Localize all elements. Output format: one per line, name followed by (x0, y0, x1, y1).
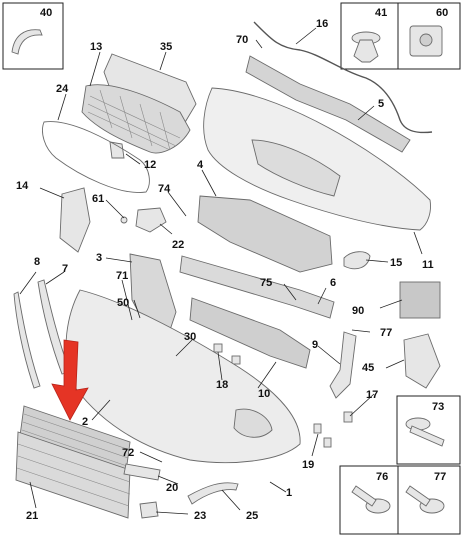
part-21-frame-slats (16, 443, 131, 507)
callout-25: 25 (246, 510, 258, 522)
part-8-side-strip (13, 291, 41, 389)
callout-17: 17 (366, 389, 378, 401)
callout-71: 71 (116, 270, 128, 282)
callout-7: 7 (62, 263, 68, 275)
part-11-bumper-shell (203, 87, 431, 231)
leader-lines (19, 27, 423, 515)
callout-35: 35 (160, 41, 172, 53)
callout-13: 13 (90, 41, 102, 53)
part-40-clip-icon (11, 29, 43, 55)
callout-77b: 77 (434, 471, 446, 483)
part-23-cap (139, 501, 159, 519)
part-19-clip-b (323, 437, 332, 448)
callout-50: 50 (117, 297, 129, 309)
callout-5: 5 (378, 98, 384, 110)
callout-23: 23 (194, 510, 206, 522)
callout-74: 74 (158, 183, 171, 195)
callout-16: 16 (316, 18, 328, 30)
callout-9: 9 (312, 339, 318, 351)
part-45-splash-guard (403, 333, 441, 389)
callout-72: 72 (122, 447, 134, 459)
callout-30: 30 (184, 331, 196, 343)
callout-40: 40 (40, 7, 52, 19)
callout-6: 6 (330, 277, 336, 289)
part-5-upper-support (245, 55, 411, 153)
part-10-lower-beam (189, 297, 311, 369)
callout-70: 70 (236, 34, 248, 46)
callout-73: 73 (432, 401, 444, 413)
part-1-foglamp-recess (233, 408, 273, 438)
part-13-grille-mesh (87, 89, 181, 151)
callout-77a: 77 (380, 327, 392, 339)
part-18-clip-b (231, 355, 241, 365)
part-16-harness (253, 21, 433, 134)
callout-22: 22 (172, 239, 184, 251)
part-4-absorber (197, 195, 333, 273)
highlight-arrow (51, 339, 89, 421)
callout-76: 76 (376, 471, 388, 483)
callout-75: 75 (260, 277, 272, 289)
callout-21: 21 (26, 510, 38, 522)
part-22-sensor-bracket (135, 207, 167, 233)
part-77-screw-icon (405, 485, 445, 514)
callout-8: 8 (34, 256, 40, 268)
part-18-clip-a (213, 343, 223, 353)
callout-19: 19 (302, 459, 314, 471)
callout-24: 24 (56, 83, 69, 95)
callout-11: 11 (422, 259, 434, 271)
callout-45: 45 (362, 362, 374, 374)
part-2-grille-slats (21, 413, 131, 467)
part-90-connector-block (399, 281, 441, 319)
callout-60: 60 (436, 7, 448, 19)
part-11-grille-opening (251, 139, 341, 197)
callout-1: 1 (286, 487, 292, 499)
part-41-rivet-icon (351, 31, 381, 63)
callout-3: 3 (96, 252, 102, 264)
callout-61: 61 (92, 193, 104, 205)
part-25-lower-lip (187, 482, 239, 505)
part-76-screw-icon (351, 485, 391, 514)
part-17-clip (343, 411, 353, 423)
callout-4: 4 (197, 159, 204, 171)
part-19-clip-a (313, 423, 322, 434)
part-60-clip-nut-icon (409, 25, 443, 57)
callout-90: 90 (352, 305, 364, 317)
callout-12: 12 (144, 159, 156, 171)
callout-15: 15 (390, 257, 402, 269)
part-15-tow-cover (343, 251, 371, 270)
part-14-side-bracket (59, 187, 91, 253)
part-6-crossmember (179, 255, 335, 319)
part-9-side-bracket (329, 331, 357, 399)
parts-layer (11, 21, 445, 519)
callout-18: 18 (216, 379, 228, 391)
part-24-grille-surround (42, 121, 150, 193)
callout-labels: 40 41 60 16 70 13 35 24 5 12 14 4 74 61 … (16, 7, 448, 522)
part-20-lower-trim (123, 463, 161, 481)
callout-20: 20 (166, 482, 178, 494)
part-12-emblem-bracket (109, 141, 125, 159)
inset-box-73 (396, 395, 461, 465)
callout-10: 10 (258, 388, 270, 400)
part-73-screw-icon (405, 417, 445, 447)
part-7-side-strip (37, 279, 71, 375)
callout-14: 14 (16, 180, 29, 192)
callout-2: 2 (82, 416, 88, 428)
callout-41: 41 (375, 7, 387, 19)
part-61-screw-icon (120, 216, 128, 224)
